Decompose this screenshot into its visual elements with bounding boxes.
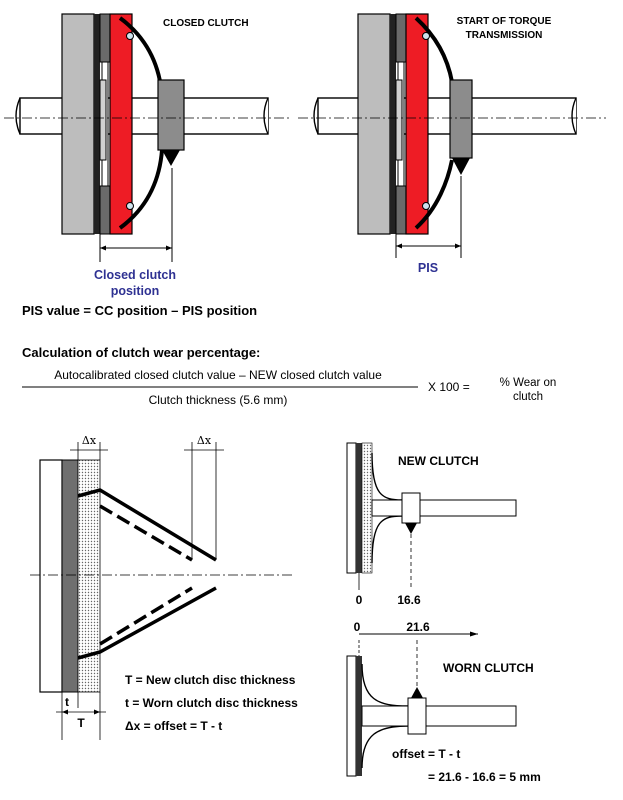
T-label: T [77,716,85,730]
calc-denominator: Clutch thickness (5.6 mm) [149,393,288,407]
closed-clutch-caption-line1: Closed clutch [94,268,176,282]
offset-formula: offset = T - t [392,747,460,761]
spring-worn [99,504,193,562]
worn-clutch-title: WORN CLUTCH [443,661,534,675]
new-clutch-zero: 0 [356,593,363,607]
torque-start-diagram: START OF TORQUE TRANSMISSION PIS [298,13,606,275]
legend-t: t = Worn clutch disc thickness [125,696,298,710]
dx-left-label: Δx [82,434,97,447]
t-label: t [65,695,69,709]
friction-lining [61,459,79,693]
flywheel [61,13,95,235]
shaft [19,97,269,135]
calc-multiplier: X 100 = [428,380,470,394]
pressure-plate [405,13,429,235]
new-clutch-diagram: NEW CLUTCH 0 16.6 [346,442,517,607]
legend-dx: Δx = offset = T - t [125,719,222,733]
closed-clutch-caption-line2: position [111,284,160,298]
flywheel [357,13,391,235]
pressure-plate [109,13,133,235]
diaphragm-profile [361,663,409,707]
pis-formula: PIS value = CC position – PIS position [22,303,257,318]
clutch-disc [94,14,100,234]
offset-diagram: Δx Δx t T T = New clutch disc thickness … [30,434,298,740]
offset-calculation: = 21.6 - 16.6 = 5 mm [428,770,541,784]
shaft [371,499,517,517]
worn-clutch-zero: 0 [354,620,361,634]
shaft [361,705,517,727]
closed-clutch-title: CLOSED CLUTCH [163,18,249,29]
legend-T: T = New clutch disc thickness [125,673,296,687]
release-bearing [157,79,185,151]
clutch-disc [390,14,396,234]
bearing [401,492,421,524]
release-bearing [449,79,473,159]
calc-numerator: Autocalibrated closed clutch value – NEW… [54,368,382,382]
bearing [407,697,427,735]
torque-start-title-line1: START OF TORQUE [457,16,552,27]
new-clutch-title: NEW CLUTCH [398,454,479,468]
closed-clutch-diagram: CLOSED CLUTCH Closed clutch position [4,13,290,298]
spring-new [77,488,217,562]
pis-label: PIS [418,261,438,275]
new-clutch-value: 16.6 [397,593,421,607]
calc-heading: Calculation of clutch wear percentage: [22,345,260,360]
diaphragm-spring [414,16,454,83]
shaft [317,97,577,135]
calc-result-line1: % Wear on [500,377,557,389]
worn-clutch-diagram: 0 21.6 WORN CLUTCH offset = T - t = 21.6… [346,620,541,784]
torque-start-title-line2: TRANSMISSION [466,30,543,41]
worn-material [77,459,101,693]
worn-clutch-value: 21.6 [406,620,430,634]
calc-result-line2: clutch [513,391,543,403]
dx-right-label: Δx [197,434,212,447]
